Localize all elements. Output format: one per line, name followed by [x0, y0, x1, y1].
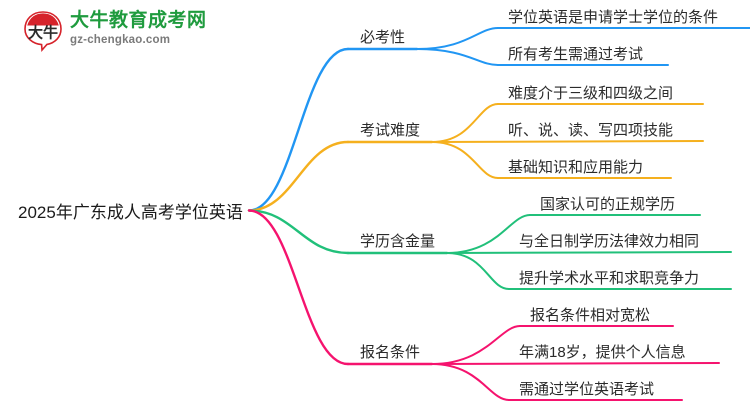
connector-curve [247, 209, 350, 366]
connector-line [431, 362, 720, 365]
connector-line [431, 140, 704, 143]
svg-text:大牛: 大牛 [28, 24, 58, 42]
leaf-label-3-2[interactable]: 与全日制学历法律效力相同 [519, 233, 700, 250]
connector-line [446, 251, 732, 254]
leaf-label-2-1[interactable]: 难度介于三级和四级之间 [508, 85, 674, 102]
connector-curve [247, 47, 350, 212]
leaf-label-4-3[interactable]: 需通过学位英语考试 [519, 381, 655, 398]
logo-title: 大牛教育成考网 [70, 10, 207, 31]
connector-curve [431, 325, 521, 365]
connector-curve [431, 363, 510, 401]
connector-curve [431, 141, 499, 179]
logo-mark-icon: 大牛 [22, 10, 64, 52]
branch-label-2[interactable]: 考试难度 [360, 122, 421, 139]
branch-label-4[interactable]: 报名条件 [360, 344, 421, 361]
leaf-label-4-2[interactable]: 年满18岁，提供个人信息 [519, 344, 686, 361]
leaf-label-2-3[interactable]: 基础知识和应用能力 [508, 159, 644, 176]
connector-curve [247, 140, 350, 212]
branch-label-1[interactable]: 必考性 [360, 29, 406, 46]
connector-curve [416, 27, 499, 50]
logo-text: 大牛教育成考网 gz-chengkao.com [70, 10, 207, 48]
leaf-label-1-2[interactable]: 所有考生需通过考试 [508, 46, 644, 63]
leaf-label-4-1[interactable]: 报名条件相对宽松 [530, 307, 651, 324]
connector-curve [446, 252, 510, 290]
connector-curve [247, 209, 350, 255]
site-logo[interactable]: 大牛 大牛教育成考网 gz-chengkao.com [22, 8, 212, 54]
branch-label-3[interactable]: 学历含金量 [360, 233, 436, 250]
leaf-label-3-1[interactable]: 国家认可的正规学历 [540, 196, 676, 213]
leaf-label-1-1[interactable]: 学位英语是申请学士学位的条件 [508, 9, 719, 26]
connector-curve [431, 103, 499, 143]
leaf-label-3-3[interactable]: 提升学术水平和求职竞争力 [519, 270, 700, 287]
connector-curve [446, 214, 531, 254]
connector-curve [416, 48, 499, 66]
leaf-label-2-2[interactable]: 听、说、读、写四项技能 [508, 122, 674, 139]
logo-domain: gz-chengkao.com [70, 34, 171, 46]
root-node-label: 2025年广东成人高考学位英语 [18, 203, 243, 222]
